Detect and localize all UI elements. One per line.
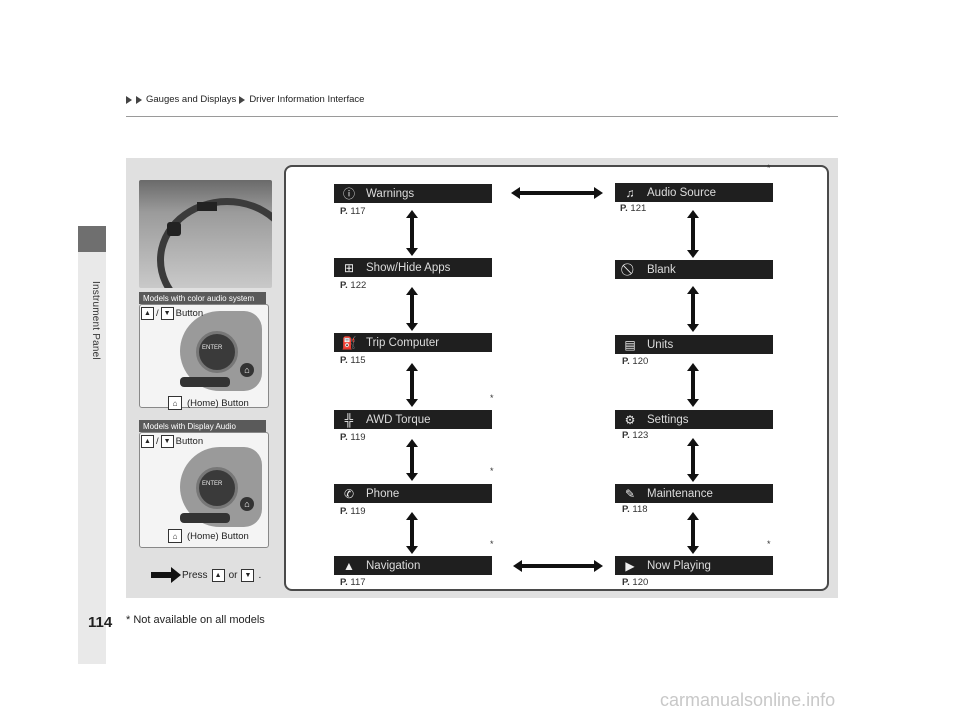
header-divider [126,116,838,117]
page-reference[interactable]: P. 120 [622,577,649,588]
up-down-arrow-icon [406,512,418,554]
chapter-strip [78,252,106,664]
chapter-label: Instrument Panel [90,281,101,360]
screen-maintenance[interactable]: ✎Maintenance [615,484,773,503]
enter-text: ENTER [202,345,223,351]
up-down-arrow-icon [406,210,418,256]
screen-flow-panel [284,165,829,591]
switch-highlight [167,222,181,236]
blank-icon: ⃠ [621,262,639,277]
up-down-arrow-icon [406,439,418,481]
page-reference[interactable]: P. 119 [340,506,366,517]
bottom-controls [180,377,230,387]
up-key-icon: ▲ [211,569,225,582]
bottom-controls [180,513,230,523]
up-down-arrow-icon [687,512,699,554]
home-icon: ⌂ [168,529,182,543]
navigation-icon: ▲ [343,558,355,573]
up-down-arrow-icon [687,286,699,332]
left-right-arrow-icon [511,187,603,199]
asterisk-mark: * [490,539,494,549]
steering-switch-illustration: ENTER ⌂ [139,304,269,408]
model-label: Models with Display Audio [139,420,266,432]
watermark: carmanualsonline.info [660,690,836,710]
screen-settings[interactable]: ⚙Settings [615,410,773,429]
phone-icon: ✆ [343,486,355,501]
updown-button-label: ▲/▼ Button [141,307,203,320]
screen-show-hide-apps[interactable]: ⊞Show/Hide Apps [334,258,492,277]
play-icon: ▶ [625,558,635,573]
display-highlight [197,202,217,211]
page-reference[interactable]: P. 122 [340,280,367,291]
enter-dial [196,467,238,509]
awd-icon: ╬ [344,412,354,427]
asterisk-mark: * [767,539,771,549]
up-down-arrow-icon [687,363,699,407]
page-number: 114 [88,614,113,631]
info-icon: ⓘ [342,187,355,201]
page-reference[interactable]: P. 119 [340,432,366,443]
asterisk-mark: * [767,163,771,173]
home-button-icon: ⌂ [240,363,254,377]
home-icon: ⌂ [168,396,182,410]
up-key-icon: ▲ [141,307,154,320]
breadcrumb-arrow-icon [126,95,132,104]
page-reference[interactable]: P. 118 [622,504,648,515]
home-button-label: ⌂ (Home) Button [168,529,249,543]
screen-blank[interactable]: ⃠Blank [615,260,773,279]
home-button-icon: ⌂ [240,497,254,511]
breadcrumb-item[interactable]: Gauges and Displays [146,94,237,105]
down-key-icon: ▼ [160,435,174,448]
breadcrumb-item[interactable]: Driver Information Interface [249,94,365,105]
up-key-icon: ▲ [141,435,154,448]
wrench-icon: ✎ [624,486,636,501]
chapter-tab [78,226,106,252]
steering-switch-illustration: ENTER ⌂ [139,432,269,548]
units-icon: ▤ [624,337,636,352]
up-down-arrow-icon [406,363,418,407]
page-reference[interactable]: P. 121 [620,203,647,214]
page-reference[interactable]: P. 120 [622,356,649,367]
breadcrumb-arrow-icon [239,95,246,104]
footnote: * Not available on all models [126,614,265,626]
up-down-arrow-icon [687,438,699,482]
screen-units[interactable]: ▤Units [615,335,773,354]
up-down-arrow-icon [687,210,699,258]
page-reference[interactable]: P. 115 [340,355,366,366]
down-key-icon: ▼ [241,569,255,582]
screen-audio-source[interactable]: ♫Audio Source [615,183,773,202]
home-button-label: ⌂ (Home) Button [168,396,249,410]
breadcrumb-arrow-icon [136,95,142,104]
page-reference[interactable]: P. 123 [622,430,649,441]
screen-awd-torque[interactable]: ╬AWD Torque [334,410,492,429]
enter-dial [196,331,238,373]
model-label: Models with color audio system [139,292,266,304]
screen-navigation[interactable]: ▲Navigation [334,556,492,575]
breadcrumb: Gauges and Displays Driver Information I… [126,94,364,105]
gear-icon: ⚙ [624,412,636,427]
screen-trip-computer[interactable]: ⛽Trip Computer [334,333,492,352]
press-legend: Press ▲ or ▼. [182,569,262,582]
asterisk-mark: * [490,466,494,476]
screen-now-playing[interactable]: ▶Now Playing [615,556,773,575]
page-reference[interactable]: P. 117 [340,577,366,588]
enter-text: ENTER [202,481,223,487]
down-key-icon: ▼ [160,307,174,320]
music-icon: ♫ [625,185,635,200]
fuel-icon: ⛽ [341,335,357,350]
dashboard-illustration [139,180,272,288]
screen-phone[interactable]: ✆Phone [334,484,492,503]
apps-icon: ⊞ [343,260,355,275]
updown-button-label: ▲/▼ Button [141,435,203,448]
page-reference[interactable]: P. 117 [340,206,366,217]
press-arrow-icon [151,567,181,583]
up-down-arrow-icon [406,287,418,331]
steering-wheel-ring [157,198,272,288]
left-right-arrow-icon [513,560,603,572]
asterisk-mark: * [490,393,494,403]
